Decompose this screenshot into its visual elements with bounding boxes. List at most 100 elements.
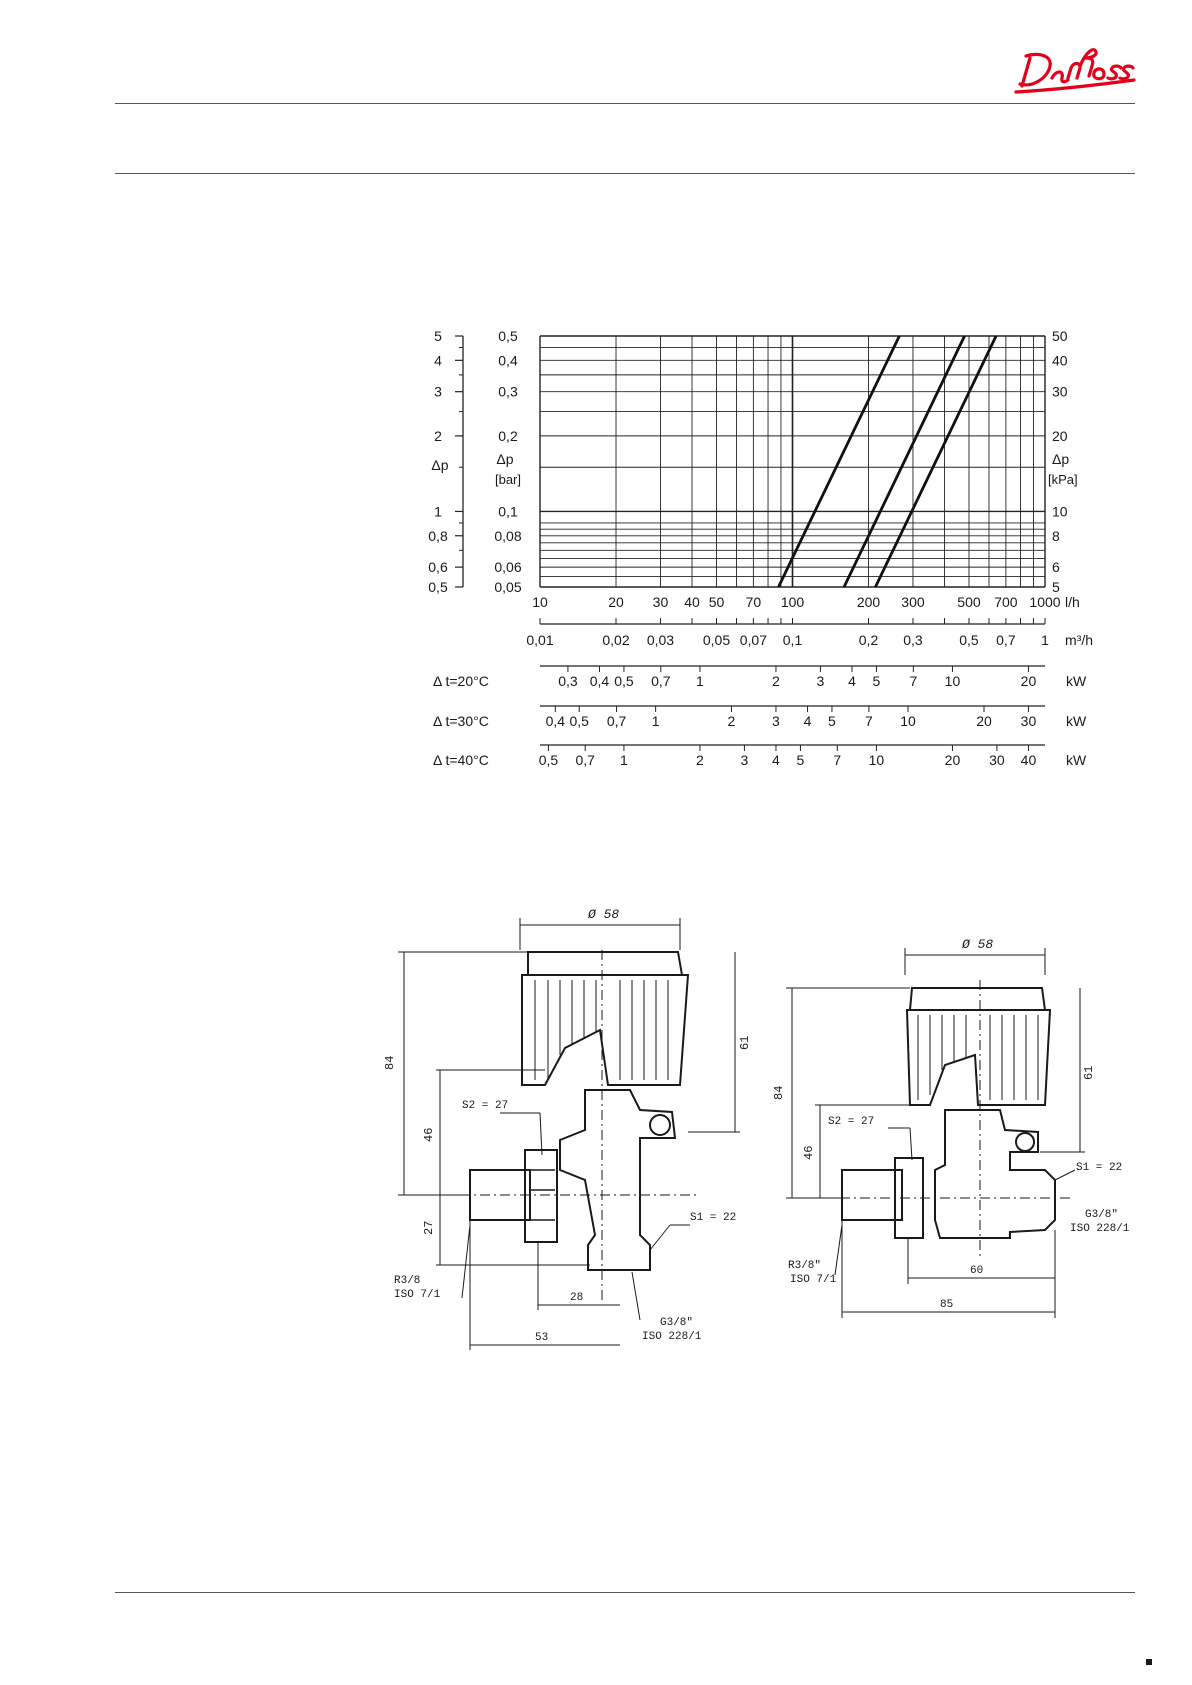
power-tick-label: 10: [900, 713, 916, 729]
flow-tick-label: 500: [957, 594, 981, 610]
drawing-straight-valve: [786, 948, 1085, 1318]
outer-axis-label: 2: [434, 428, 442, 444]
m3h-tick-label: 0,03: [647, 632, 674, 648]
m3h-tick-label: 0,02: [602, 632, 629, 648]
outer-axis-title: Δp: [431, 457, 448, 473]
right-thread-in: R3/8": [788, 1260, 821, 1272]
kpa-axis-label: 8: [1052, 528, 1060, 544]
flow-tick-label: 20: [608, 594, 624, 610]
outer-axis-label: 0,8: [428, 528, 448, 544]
power-tick-label: 0,7: [651, 673, 671, 689]
power-tick-label: 3: [772, 713, 780, 729]
left-dim-53: 53: [535, 1332, 548, 1344]
bar-axis-label: 0,06: [494, 559, 521, 575]
kpa-axis-label: 5: [1052, 579, 1060, 595]
bar-axis-label: 0,05: [494, 579, 521, 595]
flow-tick-label: 1000: [1029, 594, 1060, 610]
right-dim-diameter: Ø 58: [961, 937, 993, 952]
bar-axis-unit: [bar]: [495, 472, 521, 487]
left-thread-out: G3/8": [660, 1317, 693, 1329]
outer-axis-label: 0,6: [428, 559, 448, 575]
flow-unit: l/h: [1065, 594, 1080, 610]
header-rule-top: [115, 103, 1135, 104]
pressure-flow-chart: 543210,80,60,5Δp0,50,40,30,20,10,080,060…: [428, 328, 1093, 768]
left-thread-out-std: ISO 228/1: [642, 1331, 702, 1343]
power-scale-title: Δ t=40°C: [433, 752, 489, 768]
m3h-tick-label: 0,3: [903, 632, 923, 648]
m3h-tick-label: 0,2: [859, 632, 879, 648]
power-tick-label: 2: [728, 713, 736, 729]
kpa-axis-label: 40: [1052, 352, 1068, 368]
power-tick-label: 4: [772, 752, 780, 768]
power-tick-label: 1: [696, 673, 704, 689]
right-s2-label: S2 = 27: [828, 1116, 874, 1128]
power-unit: kW: [1066, 713, 1087, 729]
flow-tick-label: 100: [781, 594, 805, 610]
left-thread-in: R3/8: [394, 1275, 420, 1287]
power-tick-label: 7: [865, 713, 873, 729]
power-tick-label: 20: [976, 713, 992, 729]
kpa-axis-title: Δp: [1052, 451, 1069, 467]
power-tick-label: 3: [817, 673, 825, 689]
header-rule-bottom: [115, 173, 1135, 174]
power-tick-label: 20: [1021, 673, 1037, 689]
outer-axis-label: 4: [434, 352, 442, 368]
power-tick-label: 0,5: [614, 673, 634, 689]
right-thread-out-std: ISO 228/1: [1070, 1223, 1130, 1235]
outer-axis-label: 5: [434, 328, 442, 344]
bar-axis-title: Δp: [496, 451, 513, 467]
bar-axis-label: 0,5: [498, 328, 518, 344]
power-tick-label: 5: [828, 713, 836, 729]
series-line: [874, 335, 998, 588]
power-tick-label: 0,5: [539, 752, 559, 768]
power-tick-label: 1: [620, 752, 628, 768]
kpa-axis-label: 10: [1052, 503, 1068, 519]
bar-axis-label: 0,2: [498, 428, 518, 444]
bar-axis-label: 0,08: [494, 528, 521, 544]
flow-tick-label: 200: [857, 594, 881, 610]
bar-axis-label: 0,4: [498, 352, 518, 368]
left-dim-total-height: 84: [383, 1056, 397, 1070]
left-s1-label: S1 = 22: [690, 1212, 736, 1224]
right-thread-out: G3/8": [1085, 1209, 1118, 1221]
footer-rule: [115, 1592, 1135, 1593]
m3h-tick-label: 1: [1041, 632, 1049, 648]
m3h-tick-label: 0,7: [996, 632, 1016, 648]
power-tick-label: 10: [869, 752, 885, 768]
power-tick-label: 7: [833, 752, 841, 768]
danfoss-logo-icon: [1014, 48, 1136, 94]
bar-axis-label: 0,3: [498, 384, 518, 400]
m3h-tick-label: 0,5: [959, 632, 979, 648]
m3h-tick-label: 0,07: [740, 632, 767, 648]
danfoss-logo: [1010, 40, 1142, 100]
left-dim-28: 28: [570, 1292, 583, 1304]
kpa-axis-label: 50: [1052, 328, 1068, 344]
power-unit: kW: [1066, 752, 1087, 768]
left-dim-diameter: Ø 58: [587, 907, 619, 922]
power-tick-label: 5: [797, 752, 805, 768]
power-tick-label: 4: [848, 673, 856, 689]
left-s2-label: S2 = 27: [462, 1100, 508, 1112]
m3h-tick-label: 0,05: [703, 632, 730, 648]
power-tick-label: 3: [741, 752, 749, 768]
outer-axis-label: 1: [434, 503, 442, 519]
right-thread-in-std: ISO 7/1: [790, 1274, 837, 1286]
left-dim-head-height: 61: [738, 1036, 752, 1050]
power-tick-label: 40: [1021, 752, 1037, 768]
flow-tick-label: 30: [653, 594, 669, 610]
flow-tick-label: 70: [746, 594, 762, 610]
outer-axis-label: 0,5: [428, 579, 448, 595]
flow-tick-label: 50: [709, 594, 725, 610]
power-tick-label: 30: [1021, 713, 1037, 729]
left-thread-in-std: ISO 7/1: [394, 1289, 441, 1301]
m3h-tick-label: 0,1: [783, 632, 803, 648]
flow-tick-label: 700: [994, 594, 1018, 610]
power-tick-label: 0,5: [569, 713, 589, 729]
dimension-drawings: Ø 58 84 46 27 61 S2 = 27 S1 = 22 28 53 R…: [383, 907, 1130, 1350]
power-tick-label: 0,7: [575, 752, 595, 768]
left-dim-bottom: 27: [422, 1221, 436, 1235]
right-dim-60: 60: [970, 1265, 983, 1277]
kpa-axis-label: 30: [1052, 384, 1068, 400]
drawing-angle-valve: [398, 918, 740, 1350]
power-tick-label: 4: [804, 713, 812, 729]
